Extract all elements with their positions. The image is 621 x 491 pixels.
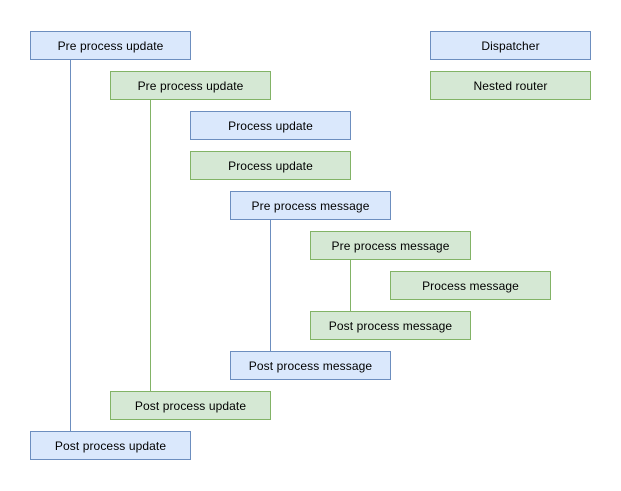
node-label: Pre process message bbox=[331, 238, 450, 253]
node-label: Post process update bbox=[134, 398, 247, 413]
node-box[interactable]: Post process update bbox=[110, 391, 271, 420]
node-label: Pre process update bbox=[137, 78, 244, 93]
node-label: Post process update bbox=[54, 438, 167, 453]
legend-item[interactable]: Nested router bbox=[430, 71, 591, 100]
connector-n6-to-n8 bbox=[350, 260, 351, 311]
node-box[interactable]: Pre process message bbox=[230, 191, 391, 220]
node-label: Post process message bbox=[328, 318, 453, 333]
node-box[interactable]: Post process message bbox=[310, 311, 471, 340]
connector-n5-to-n9 bbox=[270, 220, 271, 351]
legend-item-label: Nested router bbox=[473, 78, 548, 93]
connector-n1-to-n11 bbox=[70, 60, 71, 431]
node-box[interactable]: Pre process message bbox=[310, 231, 471, 260]
node-label: Process update bbox=[228, 158, 313, 173]
node-box[interactable]: Process update bbox=[190, 111, 351, 140]
node-label: Pre process update bbox=[57, 38, 164, 53]
node-label: Process message bbox=[422, 278, 519, 293]
node-box[interactable]: Post process message bbox=[230, 351, 391, 380]
connector-n2-to-n10 bbox=[150, 100, 151, 391]
node-box[interactable]: Pre process update bbox=[110, 71, 271, 100]
node-label: Pre process message bbox=[251, 198, 370, 213]
node-box[interactable]: Pre process update bbox=[30, 31, 191, 60]
legend-item[interactable]: Dispatcher bbox=[430, 31, 591, 60]
node-label: Process update bbox=[228, 118, 313, 133]
node-box[interactable]: Process update bbox=[190, 151, 351, 180]
legend-item-label: Dispatcher bbox=[481, 38, 540, 53]
node-box[interactable]: Process message bbox=[390, 271, 551, 300]
node-label: Post process message bbox=[248, 358, 373, 373]
node-box[interactable]: Post process update bbox=[30, 431, 191, 460]
